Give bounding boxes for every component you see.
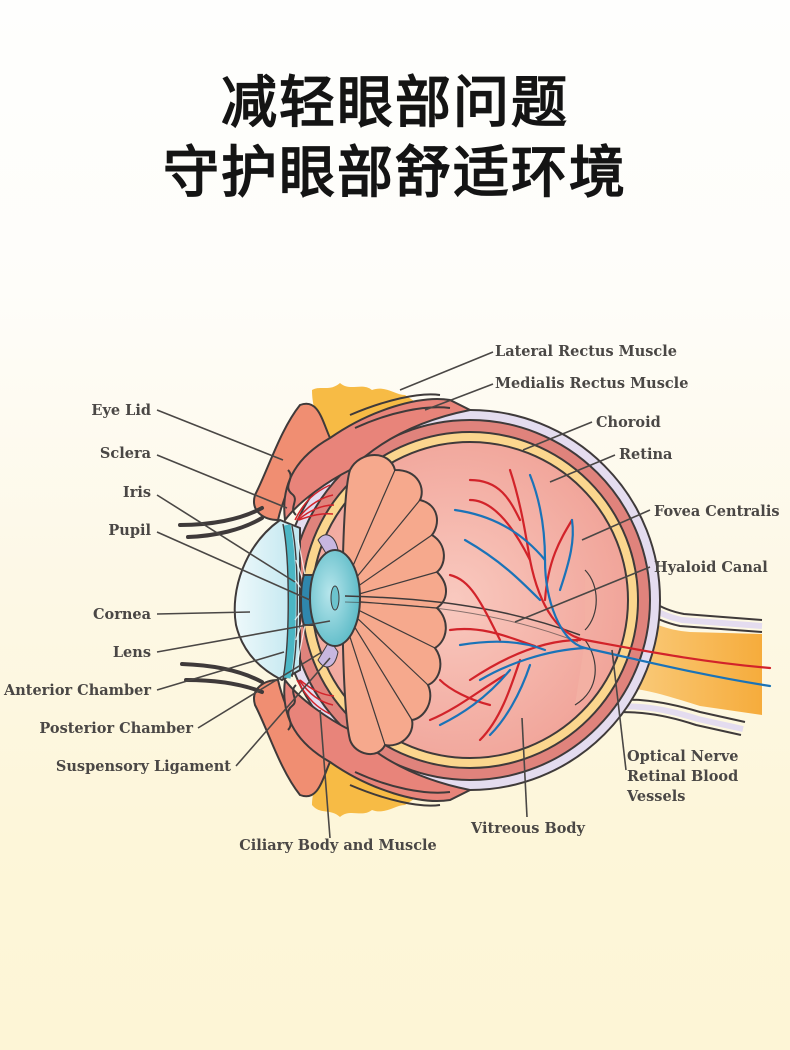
label-anterior-chamber: Anterior Chamber bbox=[3, 682, 151, 699]
label-pupil: Pupil bbox=[108, 522, 151, 539]
label-posterior-chamber: Posterior Chamber bbox=[39, 720, 193, 737]
headline-line-2: 守护眼部舒适环境 bbox=[163, 141, 627, 206]
label-eye-lid: Eye Lid bbox=[91, 402, 151, 419]
label-retinal-blood: Retinal Blood bbox=[627, 768, 738, 785]
label-lateral-rectus: Lateral Rectus Muscle bbox=[495, 343, 677, 360]
labels-right: Lateral Rectus Muscle Medialis Rectus Mu… bbox=[470, 343, 779, 837]
label-lens: Lens bbox=[113, 644, 151, 661]
label-ciliary-body: Ciliary Body and Muscle bbox=[239, 837, 437, 854]
label-sclera: Sclera bbox=[100, 445, 152, 462]
retinal-veins bbox=[438, 473, 772, 737]
hyaloid-canal bbox=[344, 595, 581, 636]
leader-lines bbox=[156, 351, 651, 839]
lower-eyelid bbox=[180, 662, 474, 817]
lens bbox=[309, 549, 361, 647]
label-retina: Retina bbox=[619, 446, 673, 463]
label-cornea: Cornea bbox=[93, 606, 152, 623]
label-medialis-rectus: Medialis Rectus Muscle bbox=[495, 375, 688, 392]
label-fovea-centralis: Fovea Centralis bbox=[654, 503, 780, 520]
label-choroid: Choroid bbox=[596, 414, 661, 431]
label-vessels: Vessels bbox=[626, 788, 685, 805]
label-suspensory-ligament: Suspensory Ligament bbox=[56, 758, 231, 775]
headline-line-1: 减轻眼部问题 bbox=[221, 71, 569, 136]
label-vitreous-body: Vitreous Body bbox=[470, 820, 586, 837]
label-hyaloid-canal: Hyaloid Canal bbox=[654, 559, 768, 576]
labels-left: Eye Lid Sclera Iris Pupil Cornea Lens An… bbox=[3, 402, 437, 854]
label-iris: Iris bbox=[123, 484, 151, 501]
label-optical-nerve: Optical Nerve bbox=[627, 748, 739, 765]
upper-eyelid bbox=[178, 383, 474, 539]
